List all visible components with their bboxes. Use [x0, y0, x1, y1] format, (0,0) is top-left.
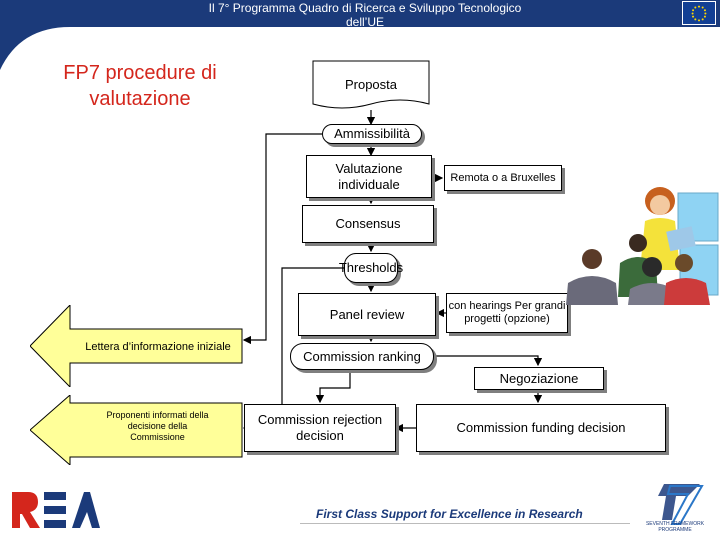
ammissibilita-box: Ammissibilità [322, 124, 422, 144]
negoziazione-box: Negoziazione [474, 367, 604, 390]
eu-flag-icon [682, 1, 716, 25]
footer-tagline: First Class Support for Excellence in Re… [316, 507, 583, 521]
hearings-note-box: con hearings Per grandi progetti (opzion… [446, 293, 568, 333]
proposta-document-shape [312, 60, 430, 109]
fp7-caption: SEVENTH FRAMEWORK PROGRAMME [645, 521, 705, 533]
panel-review-box: Panel review [298, 293, 436, 336]
lettera-label: Lettera d’informazione iniziale [85, 341, 231, 353]
consensus-box: Consensus [302, 205, 434, 243]
proponenti-arrow-shape [30, 395, 243, 465]
proposta-label: Proposta [344, 77, 398, 92]
commission-ranking-box: Commission ranking [290, 343, 434, 370]
lettera-arrow-shape [30, 305, 243, 387]
rea-logo-icon [12, 492, 100, 528]
people-clipart-icon [566, 187, 719, 305]
valutazione-box: Valutazione individuale [306, 155, 432, 198]
thresholds-box: Thresholds [339, 253, 403, 283]
remota-box: Remota o a Bruxelles [444, 165, 562, 191]
header-band [0, 0, 720, 70]
slide-title: FP7 procedure di valutazione [63, 62, 217, 110]
fp7-logo-icon [658, 484, 704, 525]
commission-rejection-box: Commission rejection decision [244, 404, 396, 452]
footer-divider [300, 523, 630, 524]
header-title: Il 7° Programma Quadro di Ricerca e Svil… [208, 1, 522, 29]
commission-funding-box: Commission funding decision [416, 404, 666, 452]
proponenti-label: Proponenti informati della decisione del… [106, 410, 209, 442]
